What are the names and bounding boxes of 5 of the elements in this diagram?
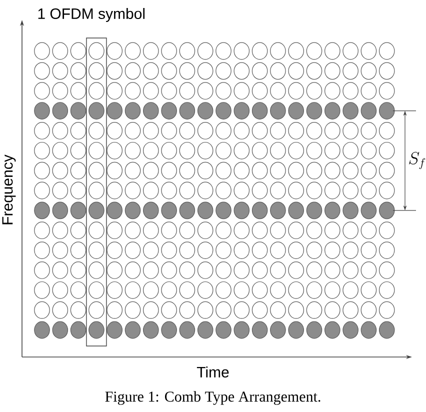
column-label: 1 OFDM symbol: [38, 8, 145, 22]
figure-caption: Figure 1: Comb Type Arrangement.: [105, 391, 320, 405]
axis-label: Frequency: [2, 154, 16, 224]
dimension-label: $S_f$: [409, 152, 426, 170]
axis-label: Time: [196, 366, 229, 378]
